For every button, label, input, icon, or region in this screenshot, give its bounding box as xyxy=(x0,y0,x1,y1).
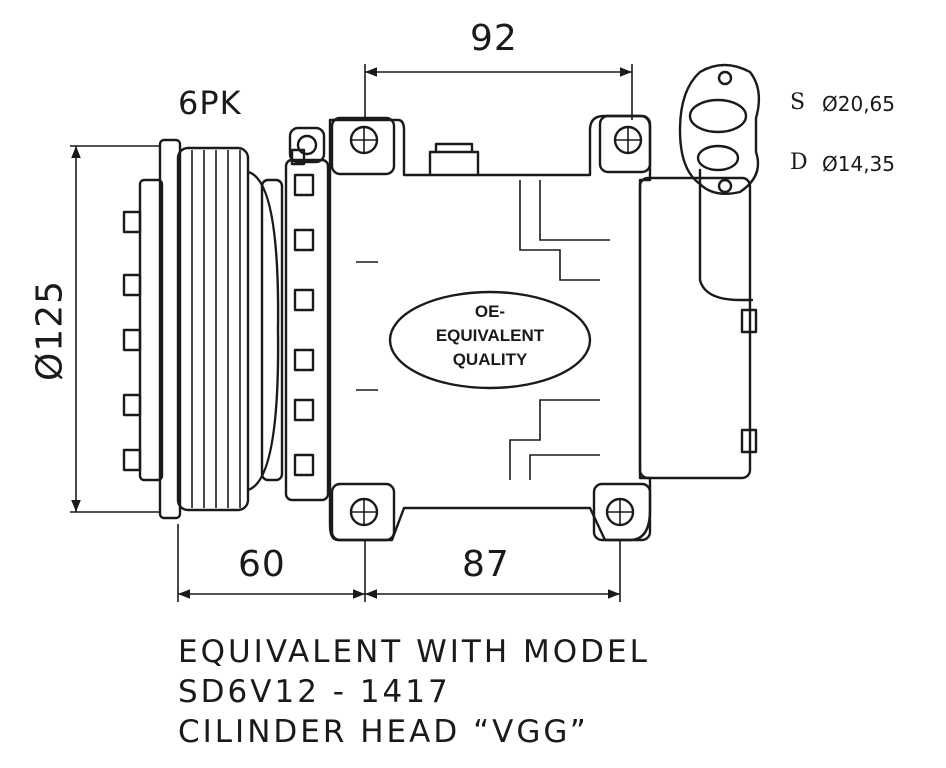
dimension-top-width: 92 xyxy=(470,18,518,59)
cylinder-head xyxy=(638,168,758,480)
dimension-pulley-diameter: Ø125 xyxy=(29,279,71,382)
belt-profile-label: 6PK xyxy=(178,84,242,122)
discharge-port-code: D xyxy=(790,150,808,175)
suction-port-diameter: Ø20,65 xyxy=(822,92,895,116)
badge-ellipse xyxy=(388,290,592,390)
dimension-bottom-width: 87 xyxy=(462,544,510,585)
dimension-lines xyxy=(70,64,633,602)
badge-line-1: OE- xyxy=(474,302,506,321)
note-cylinder-head: CILINDER HEAD “VGG” xyxy=(178,714,589,750)
port-fitting xyxy=(678,63,761,195)
clutch-coil xyxy=(284,126,330,502)
dimension-left-offset: 60 xyxy=(238,544,286,585)
note-model-number: SD6V12 - 1417 xyxy=(178,674,451,710)
pulley xyxy=(122,138,284,520)
badge-line-2: EQUIVALENT xyxy=(435,326,545,345)
note-equivalent-model: EQUIVALENT WITH MODEL xyxy=(178,634,650,670)
discharge-port-diameter: Ø14,35 xyxy=(822,152,895,176)
compressor-body xyxy=(328,114,652,542)
suction-port-code: S xyxy=(790,90,806,115)
badge-line-3: QUALITY xyxy=(452,350,528,369)
